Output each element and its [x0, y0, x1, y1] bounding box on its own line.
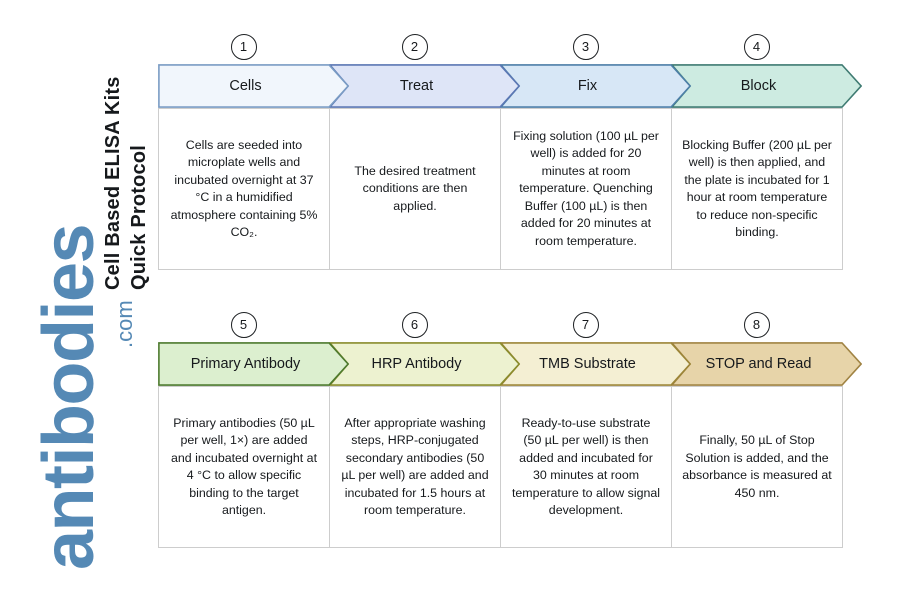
step-description-strip: Primary antibodies (50 µL per well, 1×) …: [158, 386, 843, 548]
step-description-text: Blocking Buffer (200 µL per well) is the…: [682, 137, 832, 240]
step-label: TMB Substrate: [539, 356, 636, 372]
chevron-shape: [158, 64, 349, 108]
step-description-text: Fixing solution (100 µL per well) is add…: [513, 128, 659, 248]
step-number-badge: 7: [572, 312, 599, 338]
step-chevron[interactable]: Block: [671, 64, 862, 108]
step-label: Fix: [577, 78, 598, 94]
protocol-flow-row-1: 1 2 3 4 Cells Treat Fix Block Cells are seeded…: [158, 34, 842, 270]
step-chevron[interactable]: TMB Substrate: [500, 342, 691, 386]
step-description-text: Ready-to-use substrate (50 µL per well) …: [511, 415, 661, 518]
step-description-strip: Cells are seeded into microplate wells a…: [158, 108, 843, 270]
step-chevron-strip: Cells Treat Fix Block: [158, 64, 842, 108]
step-number-badge: 8: [743, 312, 770, 338]
step-chevron[interactable]: Treat: [329, 64, 520, 108]
step-description-box: Blocking Buffer (200 µL per well) is the…: [671, 108, 843, 270]
step-description-box: Fixing solution (100 µL per well) is add…: [500, 108, 672, 270]
step-description-text: Primary antibodies (50 µL per well, 1×) …: [170, 415, 318, 518]
step-chevron[interactable]: HRP Antibody: [329, 342, 520, 386]
step-description-text: After appropriate washing steps, HRP-con…: [341, 415, 489, 518]
step-description-box: Ready-to-use substrate (50 µL per well) …: [500, 386, 672, 548]
step-chevron[interactable]: STOP and Read: [671, 342, 862, 386]
step-number-badge: 6: [401, 312, 428, 338]
brand-logo-tld: .com: [112, 300, 137, 348]
step-label: Block: [740, 78, 777, 94]
step-badge-strip: 5 6 7 8: [158, 312, 842, 342]
step-description-text: The desired treatment conditions are the…: [354, 163, 476, 213]
step-number-badge: 1: [230, 34, 257, 60]
chevron-shape: [158, 342, 349, 386]
protocol-flow-row-2: 5 6 7 8 Primary Antibody HRP Antibody TMB Sub…: [158, 312, 842, 548]
step-description-text: Cells are seeded into microplate wells a…: [170, 137, 318, 240]
step-description-text: Finally, 50 µL of Stop Solution is added…: [682, 433, 832, 500]
left-rail: Cell Based ELISA Kits Quick Protocol ant…: [0, 0, 156, 594]
step-label: STOP and Read: [705, 356, 812, 372]
step-number-badge: 2: [401, 34, 428, 60]
page-title-line-2: Quick Protocol: [128, 144, 150, 290]
step-description-box: After appropriate washing steps, HRP-con…: [329, 386, 501, 548]
step-number-badge: 4: [743, 34, 770, 60]
step-number-badge: 3: [572, 34, 599, 60]
step-chevron[interactable]: Fix: [500, 64, 691, 108]
step-description-box: Finally, 50 µL of Stop Solution is added…: [671, 386, 843, 548]
step-badge-strip: 1 2 3 4: [158, 34, 842, 64]
step-chevron[interactable]: Cells: [158, 64, 349, 108]
step-number-badge: 5: [230, 312, 257, 338]
step-chevron-strip: Primary Antibody HRP Antibody TMB Substrat…: [158, 342, 842, 386]
step-description-box: Cells are seeded into microplate wells a…: [158, 108, 330, 270]
brand-logo-wordmark: antibodies: [29, 224, 109, 570]
step-description-box: Primary antibodies (50 µL per well, 1×) …: [158, 386, 330, 548]
step-label: HRP Antibody: [371, 356, 462, 372]
step-label: Treat: [399, 78, 434, 94]
step-description-box: The desired treatment conditions are the…: [329, 108, 501, 270]
step-chevron[interactable]: Primary Antibody: [158, 342, 349, 386]
step-label: Primary Antibody: [190, 356, 301, 372]
step-label: Cells: [229, 78, 262, 94]
